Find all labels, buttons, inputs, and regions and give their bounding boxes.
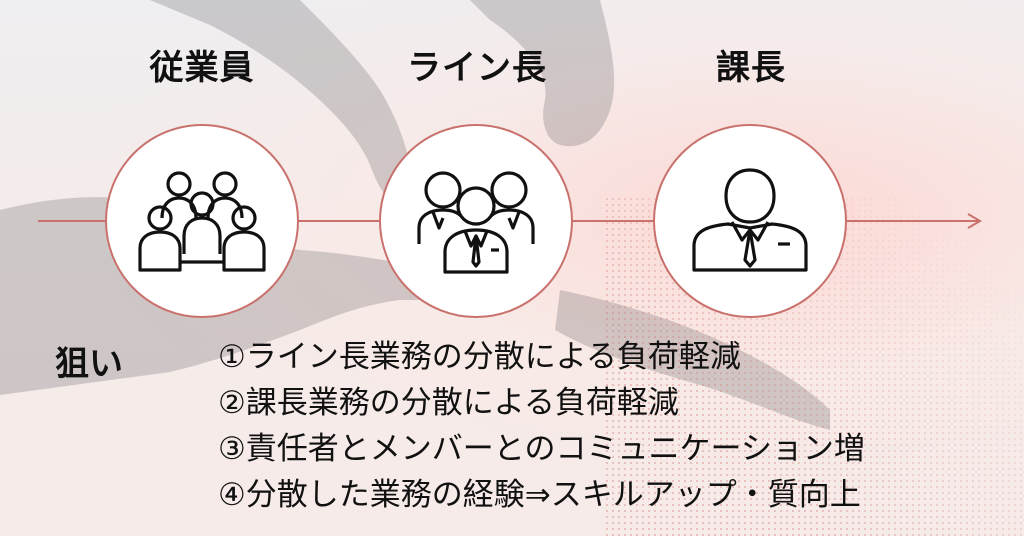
three-managers-icon xyxy=(417,171,535,274)
aims-list: ①ライン長業務の分散による負荷軽減 ②課長業務の分散による負荷軽減 ③責任者とメ… xyxy=(218,334,865,518)
aim-item: ③責任者とメンバーとのコミュニケーション増 xyxy=(218,431,865,467)
businessman-icon xyxy=(692,168,808,272)
aim-item: ①ライン長業務の分散による負荷軽減 xyxy=(218,339,741,375)
role-circle-line-manager xyxy=(379,124,573,318)
group-of-people-icon xyxy=(138,171,266,272)
role-title-line-manager: ライン長 xyxy=(407,48,547,88)
aim-item: ②課長業務の分散による負荷軽減 xyxy=(218,385,679,421)
aim-item: ④分散した業務の経験⇒スキルアップ・質向上 xyxy=(218,477,861,513)
role-circle-employee xyxy=(105,124,299,318)
role-title-employee: 従業員 xyxy=(149,48,255,88)
role-circle-section-chief xyxy=(653,124,847,318)
role-title-section-chief: 課長 xyxy=(716,48,786,88)
aims-label: 狙い xyxy=(55,344,123,384)
